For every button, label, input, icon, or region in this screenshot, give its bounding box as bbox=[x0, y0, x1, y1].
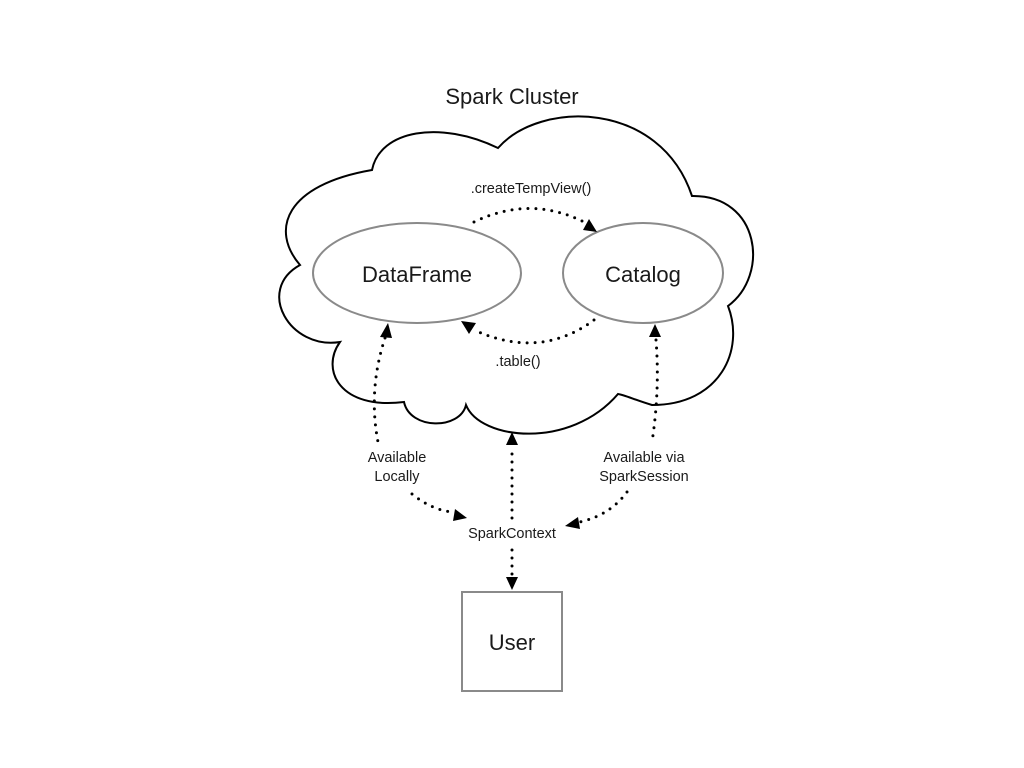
table-edge: .table() bbox=[461, 318, 596, 370]
user-node[interactable]: User bbox=[461, 591, 563, 692]
available-locally-lower-path bbox=[410, 492, 454, 514]
arrowhead-icon bbox=[506, 577, 518, 590]
arrowhead-icon bbox=[565, 517, 580, 529]
available-locally-label-line1: Available bbox=[368, 450, 427, 466]
arrowhead-icon bbox=[380, 323, 392, 338]
arrowhead-icon bbox=[506, 432, 518, 445]
sparkcontext-label: SparkContext bbox=[468, 526, 556, 542]
catalog-node[interactable]: Catalog bbox=[562, 222, 724, 324]
catalog-ellipse bbox=[562, 222, 724, 324]
available-locally-label-line2: Locally bbox=[374, 469, 420, 485]
user-label: User bbox=[489, 630, 535, 655]
available-via-sparksession-edge: Available via SparkSession bbox=[565, 324, 689, 529]
dataframe-ellipse bbox=[312, 222, 522, 324]
sparkcontext-to-cluster-edge bbox=[506, 432, 518, 520]
available-via-label-line2: SparkSession bbox=[599, 469, 688, 485]
sparkcontext-to-user-edge bbox=[506, 548, 518, 590]
arrowhead-icon bbox=[649, 324, 661, 337]
create-temp-view-label: .createTempView() bbox=[471, 181, 592, 197]
arrowhead-icon bbox=[461, 321, 476, 334]
spark-cluster-title: Spark Cluster bbox=[445, 84, 578, 109]
dataframe-label: DataFrame bbox=[362, 262, 472, 287]
available-via-lower-path bbox=[578, 490, 629, 524]
available-locally-edge: Available Locally bbox=[368, 323, 467, 521]
arrowhead-icon bbox=[583, 219, 597, 232]
catalog-label: Catalog bbox=[605, 262, 681, 287]
table-path bbox=[472, 318, 596, 345]
create-temp-view-edge: .createTempView() bbox=[471, 181, 597, 232]
arrowhead-icon bbox=[453, 509, 467, 521]
table-label: .table() bbox=[495, 354, 540, 370]
available-via-label-line1: Available via bbox=[603, 450, 685, 466]
user-box bbox=[461, 591, 563, 692]
dataframe-node[interactable]: DataFrame bbox=[312, 222, 522, 324]
